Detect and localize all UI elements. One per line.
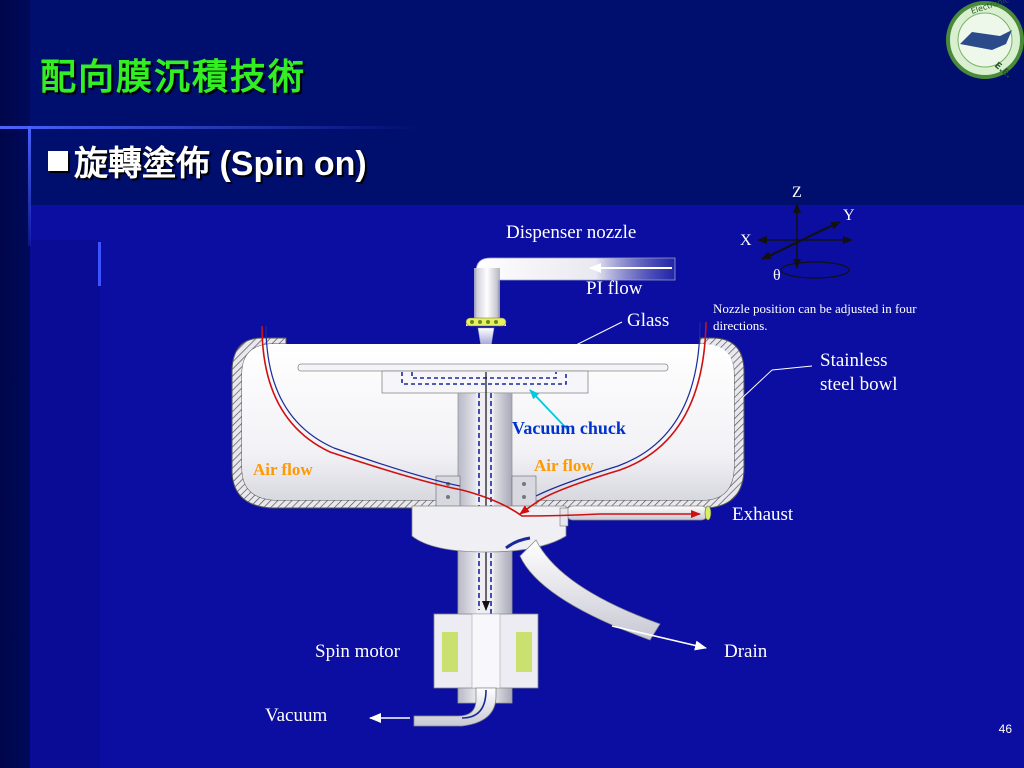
glass-substrate (297, 363, 669, 372)
diagram-labels: Dispenser nozzle PI flow Glass Stainless… (253, 222, 898, 726)
y-axis-arrow (769, 221, 841, 257)
background-accent-band (30, 240, 100, 768)
nozzle-note-line-2: directions. (713, 318, 768, 333)
label-glass: Glass (627, 310, 669, 331)
label-air-flow-left: Air flow (253, 460, 313, 479)
vacuum-chuck (381, 370, 589, 394)
label-dispenser-nozzle: Dispenser nozzle (506, 222, 636, 243)
exhaust-pipe (565, 505, 709, 521)
drain-pipe (519, 539, 661, 641)
axis-label-z: Z (792, 184, 802, 201)
axis-label-x: X (740, 232, 752, 249)
air-flow-paths (261, 321, 707, 518)
vertical-accent-line-short (98, 242, 101, 286)
label-spin-motor: Spin motor (315, 641, 401, 662)
department-logo: Electronic E.E. (946, 0, 1024, 81)
bullet-item: 旋轉塗佈 (Spin on) (48, 136, 367, 185)
label-stainless-line-2: steel bowl (820, 374, 898, 395)
rotation-theta-arc (780, 261, 850, 279)
label-vacuum-chuck: Vacuum chuck (512, 418, 626, 438)
shark-emblem-icon (960, 30, 1012, 50)
lower-housing (411, 505, 712, 641)
leader-lines (529, 321, 813, 651)
spin-motor (433, 613, 539, 689)
title-divider-line (0, 126, 420, 129)
axis-label-theta: θ (773, 267, 781, 284)
drain-arrow (611, 625, 707, 651)
label-pi-flow: PI flow (586, 278, 643, 299)
y-axis-arrow-back (761, 225, 831, 260)
bullet-square-icon (48, 151, 68, 171)
label-exhaust: Exhaust (732, 504, 794, 525)
axis-label-y: Y (843, 207, 855, 224)
label-drain: Drain (724, 641, 768, 662)
label-vacuum: Vacuum (265, 705, 327, 726)
dispenser-nozzle (465, 257, 676, 353)
label-air-flow-right: Air flow (534, 456, 594, 475)
slide-page-number: 46 (998, 722, 1012, 736)
vacuum-pipe (369, 687, 497, 727)
nozzle-note-line-1: Nozzle position can be adjusted in four (713, 301, 917, 316)
bullet-text: 旋轉塗佈 (Spin on) (74, 145, 367, 183)
label-stainless-line-1: Stainless (820, 350, 888, 371)
vertical-accent-line (28, 126, 31, 246)
axis-indicator: Z Y X θ Nozzle position can be adjusted … (713, 184, 917, 333)
slide-title: 配向膜沉積技術 (40, 57, 307, 98)
